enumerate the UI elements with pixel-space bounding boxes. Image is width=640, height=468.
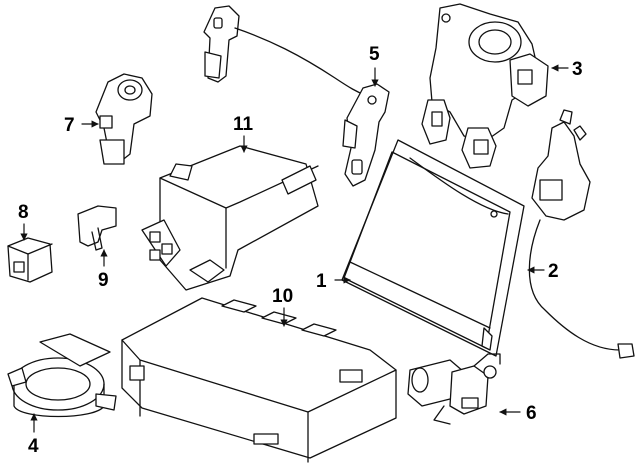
part-7-motor — [96, 74, 152, 164]
callout-11: 11 — [233, 114, 254, 135]
part-2-actuator-harness — [529, 110, 634, 358]
callout-9: 9 — [98, 270, 109, 291]
callout-2: 2 — [548, 261, 559, 282]
callout-leaders — [20, 64, 569, 433]
callout-labels: 1 2 3 4 5 6 7 8 9 10 11 — [18, 44, 583, 457]
part-8-sensor — [8, 238, 52, 282]
callout-6: 6 — [526, 403, 537, 424]
part-5-seat-switch-with-cable — [204, 6, 389, 186]
callout-7: 7 — [64, 115, 75, 136]
part-11-control-module — [142, 146, 318, 290]
callout-1: 1 — [316, 271, 327, 292]
callout-10: 10 — [272, 286, 293, 307]
callout-3: 3 — [572, 59, 583, 80]
part-6-motor-bolt — [408, 354, 500, 424]
callout-4: 4 — [28, 436, 39, 457]
part-9-clip — [78, 206, 116, 250]
part-3-column-assembly — [422, 4, 548, 168]
part-4-ring-bracket — [8, 334, 116, 417]
part-10-main-module — [122, 298, 396, 462]
callout-8: 8 — [18, 202, 29, 223]
part-1-seat-back-panel — [342, 140, 524, 356]
callout-5: 5 — [369, 44, 380, 65]
